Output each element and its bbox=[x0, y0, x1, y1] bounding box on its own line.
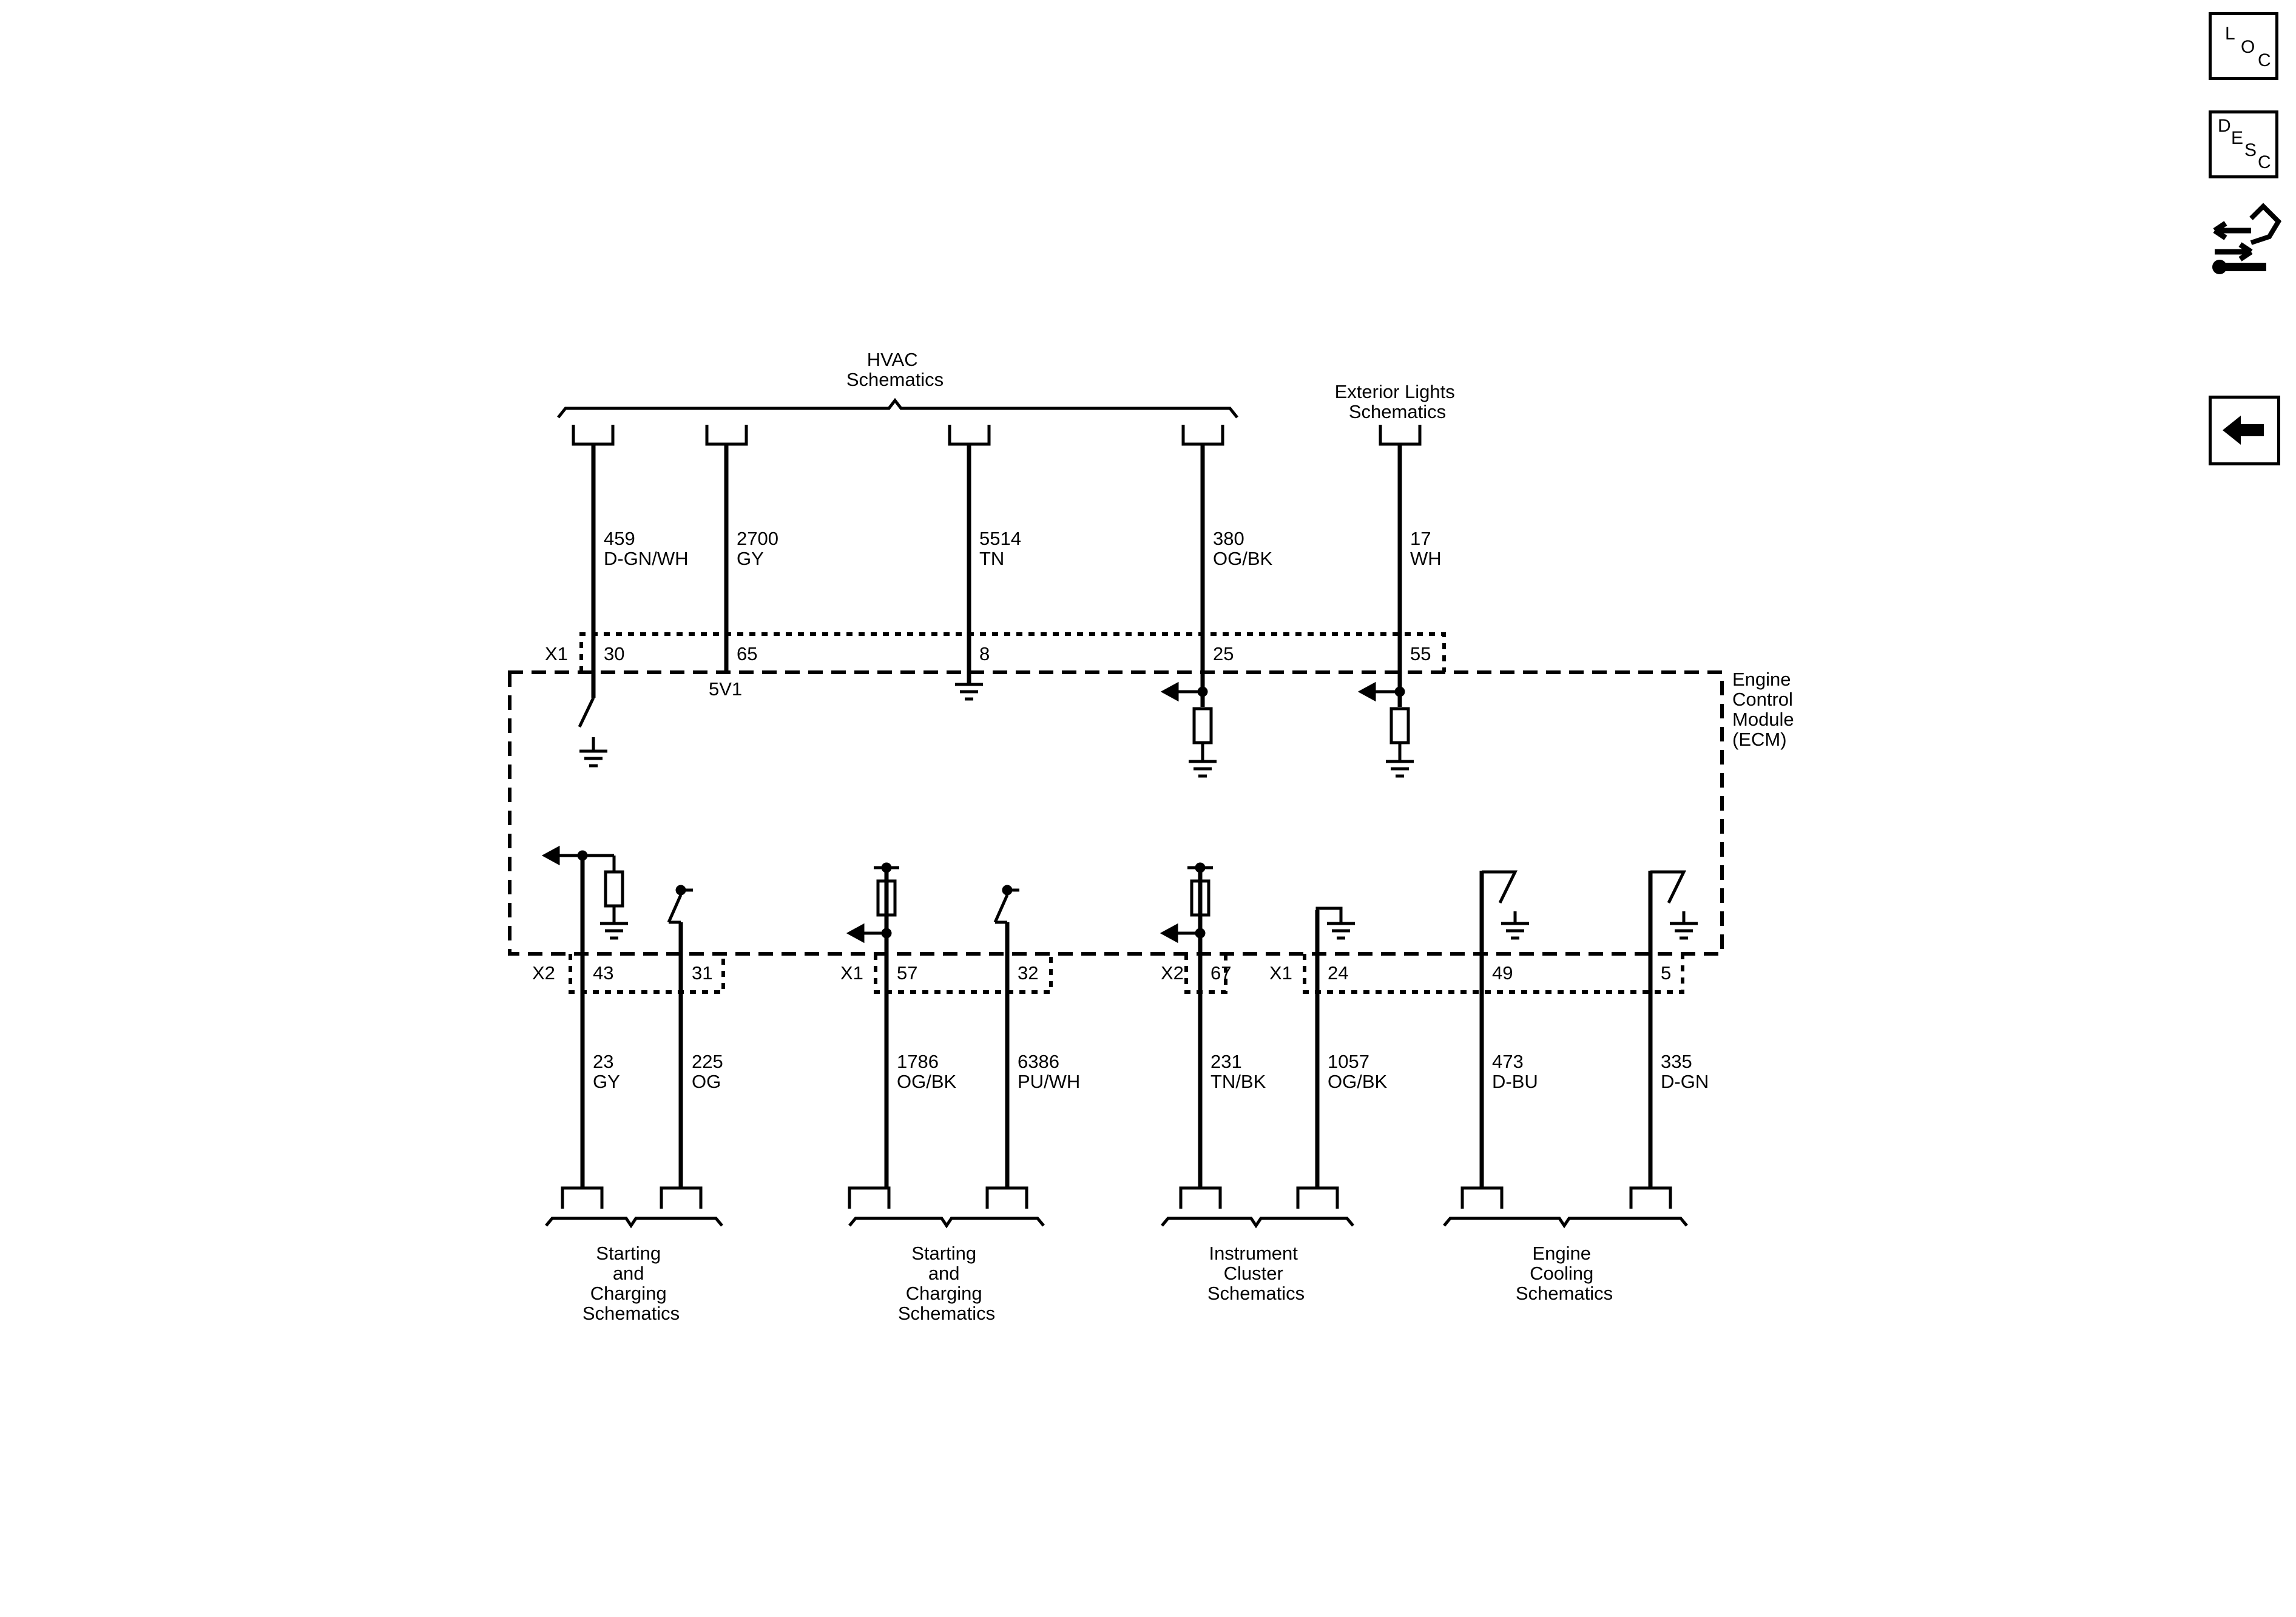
svg-text:D-BU: D-BU bbox=[1492, 1071, 1538, 1092]
5v-reference-label: 5V1 bbox=[709, 678, 742, 700]
svg-text:225: 225 bbox=[692, 1051, 723, 1072]
svg-text:57: 57 bbox=[897, 962, 917, 984]
bottom-wires bbox=[580, 856, 1653, 1188]
desc-letter-s: S bbox=[2244, 140, 2257, 160]
connector-repair-icon[interactable] bbox=[2209, 200, 2282, 279]
bottom-terminals bbox=[561, 1186, 1672, 1209]
svg-text:1057: 1057 bbox=[1328, 1051, 1369, 1072]
svg-text:335: 335 bbox=[1661, 1051, 1692, 1072]
pin55-input-circuit bbox=[1357, 681, 1414, 778]
svg-text:55: 55 bbox=[1410, 643, 1431, 664]
desc-button[interactable]: D E S C bbox=[2209, 110, 2278, 178]
desc-letter-c: C bbox=[2258, 152, 2271, 172]
back-button[interactable] bbox=[2209, 396, 2280, 465]
cluster-brace bbox=[1161, 1217, 1354, 1229]
x1-top-label: X1 bbox=[545, 643, 568, 664]
starting-charging-label-2: Starting and Charging Schematics bbox=[898, 1243, 995, 1324]
top-wires bbox=[591, 444, 1402, 707]
x2-a-connector-box bbox=[569, 954, 725, 994]
svg-text:32: 32 bbox=[1018, 962, 1038, 984]
start2-brace bbox=[848, 1217, 1045, 1229]
x2-a-label: X2 bbox=[532, 962, 555, 984]
hvac-label: HVAC Schematics bbox=[846, 349, 944, 390]
loc-button[interactable]: L O C bbox=[2209, 12, 2278, 80]
svg-text:6386: 6386 bbox=[1018, 1051, 1059, 1072]
svg-text:8: 8 bbox=[979, 643, 990, 664]
svg-text:WH: WH bbox=[1410, 548, 1442, 569]
desc-letter-e: E bbox=[2231, 128, 2244, 148]
svg-text:49: 49 bbox=[1492, 962, 1513, 984]
svg-text:459: 459 bbox=[604, 528, 635, 549]
svg-text:17: 17 bbox=[1410, 528, 1431, 549]
svg-text:D-GN/WH: D-GN/WH bbox=[604, 548, 688, 569]
x1-d-label: X1 bbox=[1269, 962, 1292, 984]
svg-text:GY: GY bbox=[737, 548, 764, 569]
svg-text:67: 67 bbox=[1210, 962, 1231, 984]
svg-text:24: 24 bbox=[1328, 962, 1348, 984]
svg-text:30: 30 bbox=[604, 643, 624, 664]
pin67-input-circuit bbox=[1160, 862, 1213, 944]
bottom-pin-numbers: 43 31 57 32 67 24 49 5 bbox=[593, 962, 1671, 984]
cooling-brace bbox=[1443, 1217, 1688, 1229]
exterior-lights-label: Exterior Lights Schematics bbox=[1335, 381, 1460, 422]
svg-text:25: 25 bbox=[1213, 643, 1234, 664]
engine-cooling-label: Engine Cooling Schematics bbox=[1516, 1243, 1613, 1304]
x1-b-connector-box bbox=[874, 954, 1053, 994]
desc-letter-d: D bbox=[2218, 116, 2231, 136]
pin43-input-circuit bbox=[541, 845, 628, 940]
svg-text:65: 65 bbox=[737, 643, 757, 664]
svg-text:OG/BK: OG/BK bbox=[1328, 1071, 1388, 1092]
instrument-cluster-label: Instrument Cluster Schematics bbox=[1207, 1243, 1305, 1304]
start1-brace bbox=[545, 1217, 723, 1229]
x2-c-label: X2 bbox=[1161, 962, 1184, 984]
svg-text:OG/BK: OG/BK bbox=[897, 1071, 957, 1092]
pin32-switch bbox=[993, 885, 1019, 924]
x1-top-connector-box bbox=[579, 632, 1446, 672]
pin31-switch bbox=[667, 885, 693, 924]
starting-charging-label-1: Starting and Charging Schematics bbox=[582, 1243, 680, 1324]
svg-text:OG/BK: OG/BK bbox=[1213, 548, 1273, 569]
arrow-left-icon bbox=[2223, 416, 2264, 445]
pin57-input-circuit bbox=[846, 862, 899, 944]
loc-letter-c: C bbox=[2258, 50, 2271, 70]
hvac-brace bbox=[557, 397, 1238, 419]
top-terminals bbox=[572, 425, 1422, 446]
pin24-ground bbox=[1315, 906, 1355, 940]
svg-text:5: 5 bbox=[1661, 962, 1671, 984]
svg-text:380: 380 bbox=[1213, 528, 1244, 549]
ecm-label: Engine Control Module (ECM) bbox=[1732, 669, 1799, 750]
svg-text:OG: OG bbox=[692, 1071, 721, 1092]
svg-text:5514: 5514 bbox=[979, 528, 1021, 549]
pin8-ground bbox=[955, 683, 983, 701]
x1-b-label: X1 bbox=[840, 962, 863, 984]
svg-text:23: 23 bbox=[593, 1051, 613, 1072]
pin25-input-circuit bbox=[1160, 681, 1217, 778]
svg-text:1786: 1786 bbox=[897, 1051, 939, 1072]
svg-text:43: 43 bbox=[593, 962, 613, 984]
svg-text:TN/BK: TN/BK bbox=[1210, 1071, 1266, 1092]
svg-text:PU/WH: PU/WH bbox=[1018, 1071, 1080, 1092]
svg-text:473: 473 bbox=[1492, 1051, 1524, 1072]
pin49-switch bbox=[1482, 870, 1529, 940]
top-circuit-labels: 459 D-GN/WH 2700 GY 5514 TN 380 OG/BK 17… bbox=[604, 528, 1442, 569]
loc-letter-o: O bbox=[2241, 37, 2255, 57]
pin5-switch bbox=[1650, 870, 1698, 940]
ecm-boundary bbox=[508, 670, 1724, 956]
svg-text:231: 231 bbox=[1210, 1051, 1242, 1072]
svg-text:TN: TN bbox=[979, 548, 1004, 569]
svg-text:GY: GY bbox=[593, 1071, 620, 1092]
svg-text:2700: 2700 bbox=[737, 528, 778, 549]
svg-text:D-GN: D-GN bbox=[1661, 1071, 1709, 1092]
svg-text:31: 31 bbox=[692, 962, 712, 984]
top-pin-numbers: 30 65 8 25 55 bbox=[604, 643, 1431, 664]
bottom-circuit-labels: 23 GY 225 OG 1786 OG/BK 6386 PU/WH 231 T… bbox=[593, 1051, 1709, 1092]
pin30-switch bbox=[578, 697, 607, 768]
loc-letter-l: L bbox=[2225, 24, 2235, 44]
